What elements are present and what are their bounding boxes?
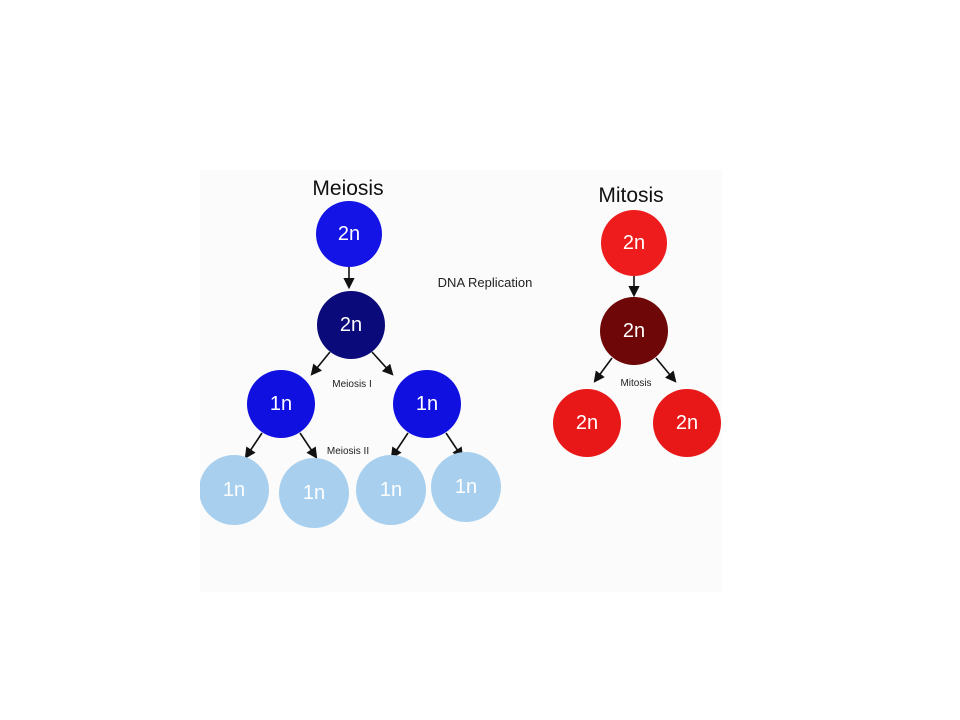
mitosis-parent-label: 2n [623, 232, 645, 254]
gamete-cell-2 [279, 458, 349, 528]
meiosis-daughter-cell-2 [393, 370, 461, 438]
gamete-label-4: 1n [455, 476, 477, 498]
mitosis-title: Mitosis [598, 184, 663, 207]
meiosis-daughter-label-1: 1n [270, 393, 292, 415]
cell-division-diagram: Meiosis 2n 2n Meiosis I 1n 1n Meiosis II… [200, 177, 721, 528]
mitosis-replicated-label: 2n [623, 320, 645, 342]
meiosis-parent-label: 2n [338, 223, 360, 245]
mitosis-daughter-cell-2 [653, 389, 721, 457]
mitosis-daughter-cell-1 [553, 389, 621, 457]
mitosis-replicated-cell [600, 297, 668, 365]
arrow-meiosis2-1 [244, 432, 263, 459]
mitosis-daughter-label-2: 2n [676, 412, 698, 434]
gamete-label-1: 1n [223, 479, 245, 501]
arrow-meiosis1-left [310, 351, 331, 376]
meiosis-replicated-label: 2n [340, 314, 362, 336]
gamete-label-3: 1n [380, 479, 402, 501]
meiosis-daughter-label-2: 1n [416, 393, 438, 415]
meiosis-1-label: Meiosis I [332, 379, 371, 390]
figure-panel: Meiosis 2n 2n Meiosis I 1n 1n Meiosis II… [200, 170, 722, 592]
arrow-meiosis2-2 [299, 432, 318, 459]
meiosis-parent-cell [316, 201, 382, 267]
gamete-label-2: 1n [303, 482, 325, 504]
arrow-meiosis1-right [371, 351, 394, 376]
arrow-meiosis2-3 [390, 432, 409, 459]
gamete-cell-4 [431, 452, 501, 522]
mitosis-daughter-label-1: 2n [576, 412, 598, 434]
meiosis-2-label: Meiosis II [327, 446, 369, 457]
arrow-mitosis-left [593, 357, 613, 383]
dna-replication-label: DNA Replication [438, 275, 533, 290]
meiosis-title: Meiosis [312, 177, 383, 200]
gamete-cell-1 [200, 455, 269, 525]
arrow-mitosis-right [655, 357, 677, 383]
meiosis-daughter-cell-1 [247, 370, 315, 438]
gamete-cell-3 [356, 455, 426, 525]
meiosis-replicated-cell [317, 291, 385, 359]
mitosis-division-label: Mitosis [620, 378, 651, 389]
mitosis-parent-cell [601, 210, 667, 276]
